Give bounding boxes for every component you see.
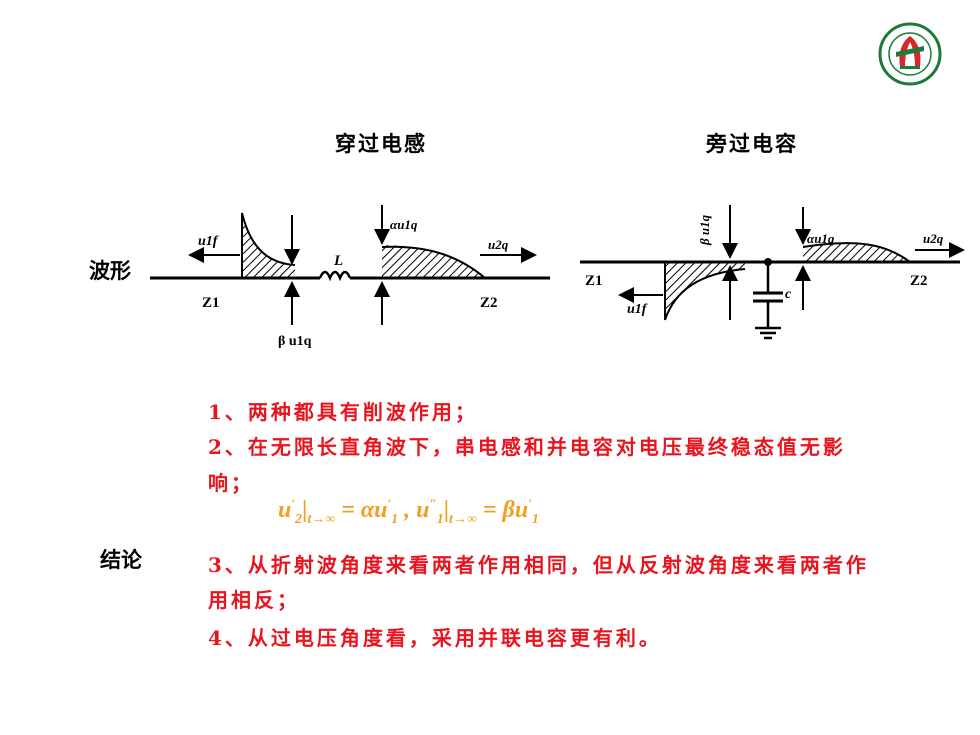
label-Z1: Z1 [202,295,220,311]
conclusion-2-line2: 响； [208,471,254,495]
conclusion-4: 4、从过电压角度看，采用并联电容更有利。 [208,626,662,650]
conclusion-2-line1: 2、在无限长直角波下，串电感和并电容对电压最终稳态值无影 [208,435,846,459]
conclusion-3-line2: 用相反； [208,588,300,612]
refracted-wave-fill-right [803,243,910,262]
label-beta-u1q: β u1q [278,334,312,349]
label-Z2: Z2 [480,295,498,311]
refracted-wave-curve-left [381,245,486,279]
refracted-wave-fill-left [382,245,485,278]
label-alpha-u1q: αu1q [390,217,418,232]
reflected-wave-fill-left [242,213,295,278]
label-u2q-right: u2q [923,231,944,246]
label-alpha-u1q-right: αu1q [807,231,835,246]
inductor-wave-diagram: u1f αu1q u2q L Z1 Z2 β u1q [150,205,550,349]
label-u1f-right: u1f [627,302,648,317]
label-Z1-right: Z1 [585,273,603,289]
row-label-conclusion: 结论 [100,547,142,572]
formula: u′2|t→∞ = αu′1 , u″1|t→∞ = βu′1 [278,496,539,527]
reflected-wave-fill-right [665,262,745,320]
label-c: c [785,287,792,302]
header-bypass-capacitor: 旁过电容 [706,131,798,156]
label-u1f: u1f [198,234,219,249]
label-L: L [333,253,343,269]
row-label-waveform: 波形 [89,258,131,283]
capacitor-wave-diagram: β u1q αu1q u2q Z1 Z2 u1f c [580,205,965,340]
label-u2q: u2q [488,237,509,252]
label-Z2-right: Z2 [910,273,928,289]
conclusion-3-line1: 3、从折射波角度来看两者作用相同，但从反射波角度来看两者作 [208,553,869,577]
inductor-coil [318,270,352,282]
label-beta-u1q-right: β u1q [697,214,712,246]
conclusion-1: 1、两种都具有削波作用； [208,400,478,424]
university-logo [878,22,942,86]
header-through-inductor: 穿过电感 [335,131,427,156]
refracted-wave-curve-right [802,242,911,263]
